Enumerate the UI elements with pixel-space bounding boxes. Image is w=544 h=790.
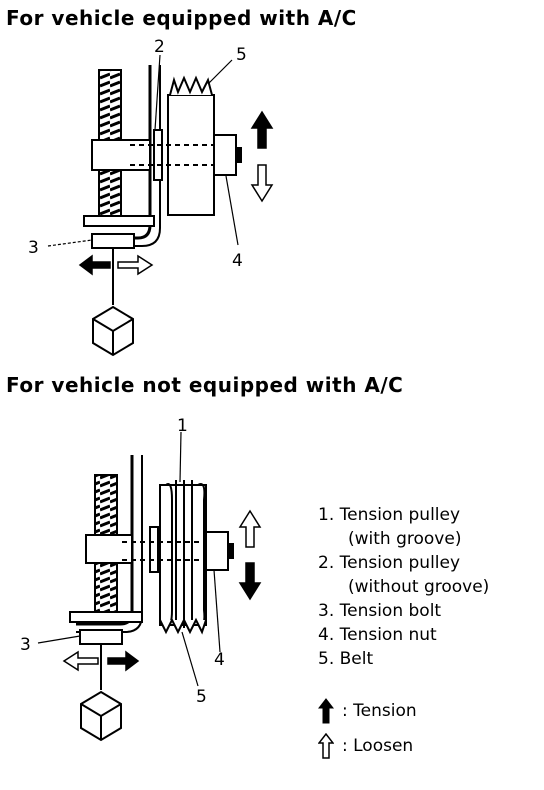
legend: 1. Tension pulley (with groove) 2. Tensi… [318, 503, 489, 671]
grooved-pulley-bottom [159, 480, 207, 635]
hex-socket-icon [92, 305, 134, 357]
legend-item: (without groove) [348, 577, 490, 597]
legend-key-tension: : Tension [318, 698, 417, 724]
tension-nut-bottom [205, 531, 229, 571]
pulley-plate-top [153, 129, 163, 181]
callout-5-bottom: 5 [196, 687, 207, 707]
tension-arrow-icon [318, 698, 334, 724]
legend-item: 2. Tension pulley [318, 553, 461, 573]
legend-key-loosen: : Loosen [318, 733, 413, 759]
tension-arrow-icon [238, 562, 262, 601]
loosen-arrow-icon [250, 164, 274, 203]
belt-bottom [159, 617, 207, 635]
callout-3-top: 3 [28, 238, 39, 258]
legend-item: 4. Tension nut [318, 625, 437, 645]
tension-arrow-icon [250, 110, 274, 149]
tension-arrow-icon [78, 254, 111, 276]
loosen-arrow-icon [238, 509, 262, 548]
loosen-key-label: : Loosen [342, 736, 414, 756]
hex-socket-icon [80, 690, 122, 742]
loosen-arrow-icon [117, 254, 154, 276]
tension-key-label: : Tension [342, 701, 417, 721]
legend-item: 3. Tension bolt [318, 601, 442, 621]
tension-pulley-top [167, 94, 215, 216]
heading-with-ac: For vehicle equipped with A/C [6, 6, 357, 30]
bottom-diagram: 1 3 4 5 [20, 416, 262, 742]
callout-4-top: 4 [232, 251, 243, 271]
callout-4-bottom: 4 [214, 650, 225, 670]
belt-top [169, 75, 213, 96]
legend-item: 5. Belt [318, 649, 374, 669]
callout-3-bottom: 3 [20, 635, 31, 655]
legend-item: 1. Tension pulley [318, 505, 461, 525]
legend-item: (with groove) [348, 529, 462, 549]
callout-5-top: 5 [236, 45, 247, 65]
tension-nut-top [213, 134, 237, 176]
callout-1-bottom: 1 [177, 416, 188, 436]
heading-without-ac: For vehicle not equipped with A/C [6, 373, 404, 397]
loosen-arrow-icon [318, 733, 334, 759]
callout-2-top: 2 [154, 37, 165, 57]
tension-arrow-icon [107, 650, 140, 672]
top-diagram: 2 5 3 4 [28, 37, 274, 357]
loosen-arrow-icon [62, 650, 99, 672]
